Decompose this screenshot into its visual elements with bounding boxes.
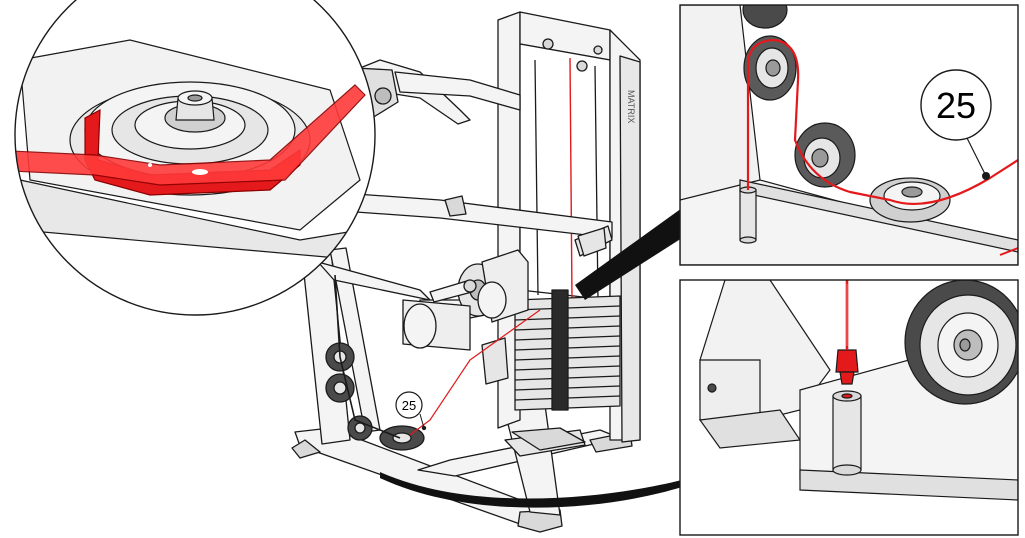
magnified-pulley-circle	[14, 0, 376, 316]
detail-top-right: 25	[679, 4, 1019, 266]
main-callout: 25	[395, 391, 427, 431]
foot-plate	[511, 427, 586, 451]
main-cable	[334, 274, 541, 439]
detail-leaders	[380, 208, 682, 508]
machine-illustration: MATRIX	[291, 11, 641, 533]
detail-bottom-right	[679, 279, 1019, 536]
weight-plates	[514, 289, 621, 411]
detail-callout: 25	[920, 69, 992, 180]
seat-pads	[317, 227, 607, 385]
detail-callout-label: 25	[936, 85, 976, 126]
main-callout-label: 25	[402, 398, 416, 413]
frame-brand-text: MATRIX	[626, 90, 636, 123]
